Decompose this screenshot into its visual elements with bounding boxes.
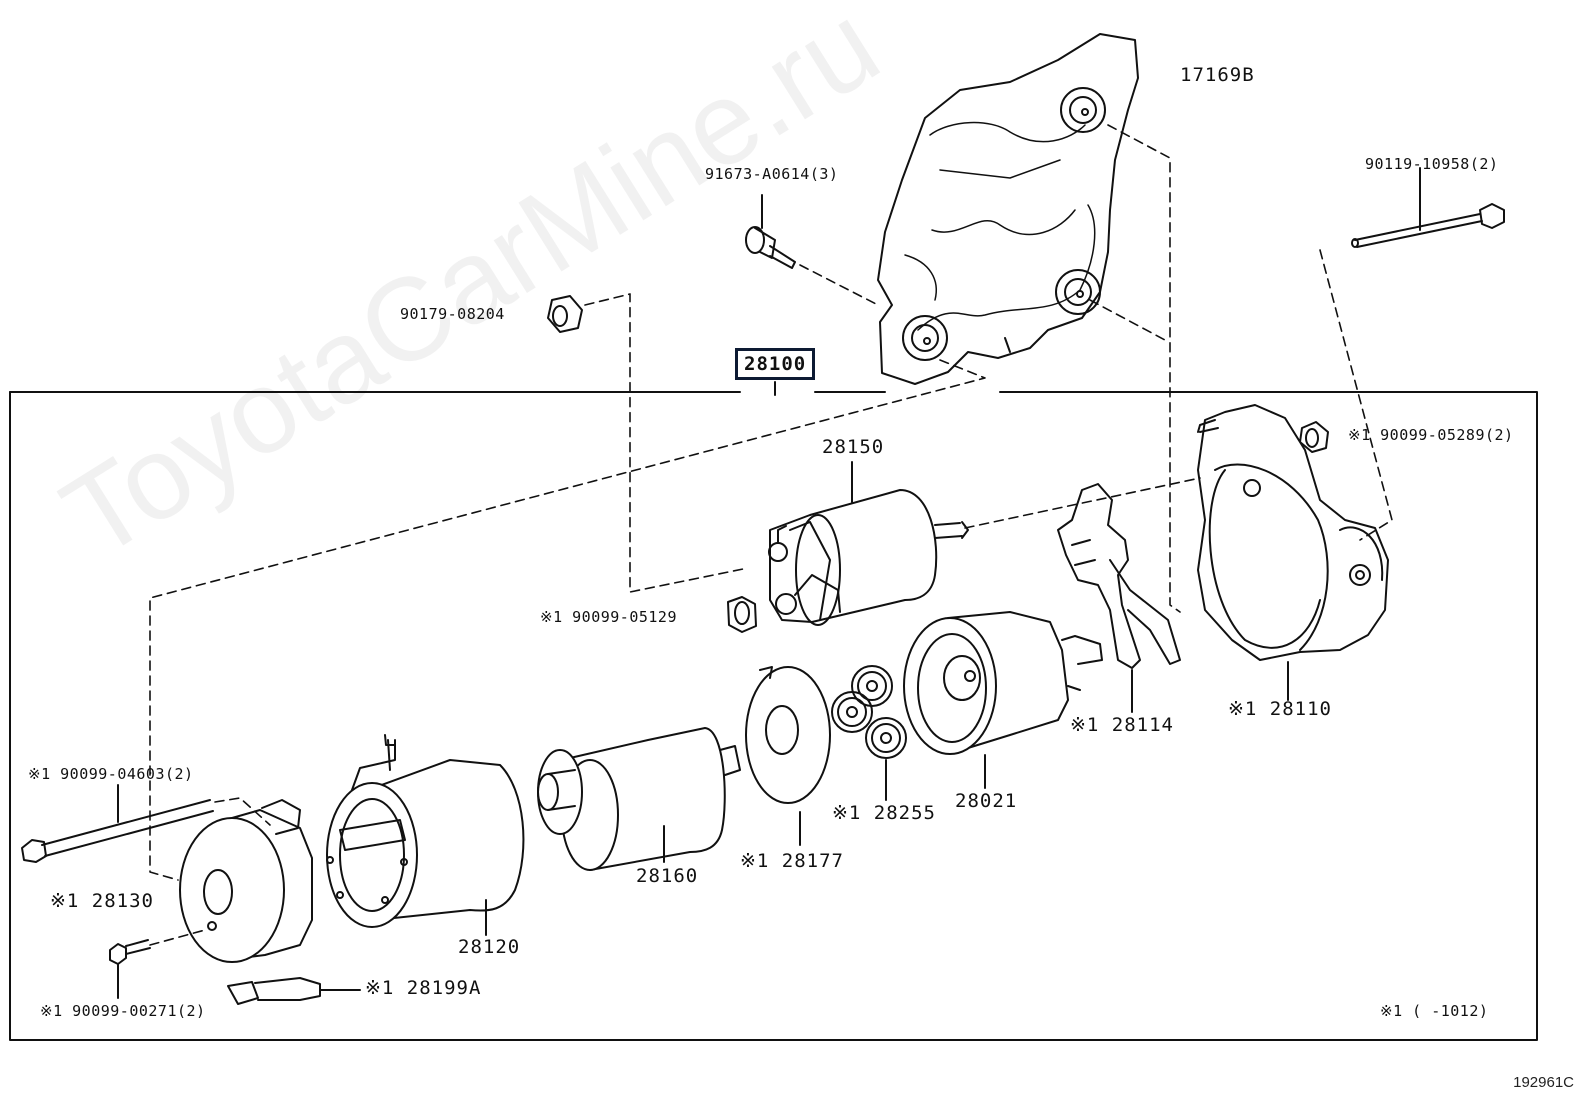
part-label-28021[interactable]: 28021	[955, 790, 1018, 812]
part-label-90099-05129[interactable]: ※1 90099-05129	[540, 608, 677, 626]
housing-28110	[1197, 404, 1389, 701]
bolt-90119	[1351, 167, 1505, 248]
part-label-28177[interactable]: ※1 28177	[740, 850, 844, 872]
part-label-28114[interactable]: ※1 28114	[1070, 714, 1174, 736]
part-label-90099-00271[interactable]: ※1 90099-00271(2)	[40, 1002, 206, 1020]
nut-90099-05129	[727, 596, 757, 633]
armature-28160	[537, 727, 741, 871]
dashed-alignment-lines	[149, 124, 1393, 946]
part-label-28255[interactable]: ※1 28255	[832, 802, 936, 824]
assembly-number-label[interactable]: 28100	[735, 348, 816, 380]
end-frame-28130	[179, 799, 313, 963]
part-label-28110[interactable]: ※1 28110	[1228, 698, 1332, 720]
washer-28177	[745, 666, 831, 846]
part-label-28160[interactable]: 28160	[636, 865, 699, 887]
assembly-frame	[9, 381, 1538, 1041]
part-label-90099-04603[interactable]: ※1 90099-04603(2)	[28, 765, 194, 783]
part-label-90179[interactable]: 90179-08204	[400, 305, 505, 323]
magnetic-switch-28150	[768, 461, 969, 626]
nut-90179	[547, 295, 583, 333]
footnote: ※1 ( -1012)	[1380, 1002, 1489, 1020]
planetary-gears-28255	[831, 665, 907, 801]
screw-90099-00271	[109, 939, 151, 999]
part-label-90119[interactable]: 90119-10958(2)	[1365, 155, 1499, 173]
lever-28114	[1057, 483, 1181, 713]
part-label-17169b[interactable]: 17169B	[1180, 64, 1255, 86]
part-label-28130[interactable]: ※1 28130	[50, 890, 154, 912]
yoke-28120	[326, 734, 525, 936]
through-bolt-90099-04603	[21, 784, 214, 863]
part-label-28199a[interactable]: ※1 28199A	[365, 977, 482, 999]
planetary-cover-28021	[903, 611, 1103, 789]
part-label-28150[interactable]: 28150	[822, 436, 885, 458]
bolt-91673	[745, 194, 796, 269]
part-label-91673[interactable]: 91673-A0614(3)	[705, 165, 839, 183]
figure-code: 192961C	[1513, 1074, 1574, 1091]
part-label-28120[interactable]: 28120	[458, 936, 521, 958]
grommet-28199a	[227, 977, 361, 1005]
part-label-90099-05289[interactable]: ※1 90099-05289(2)	[1348, 426, 1514, 444]
heat-insulator-17169b	[877, 33, 1139, 385]
